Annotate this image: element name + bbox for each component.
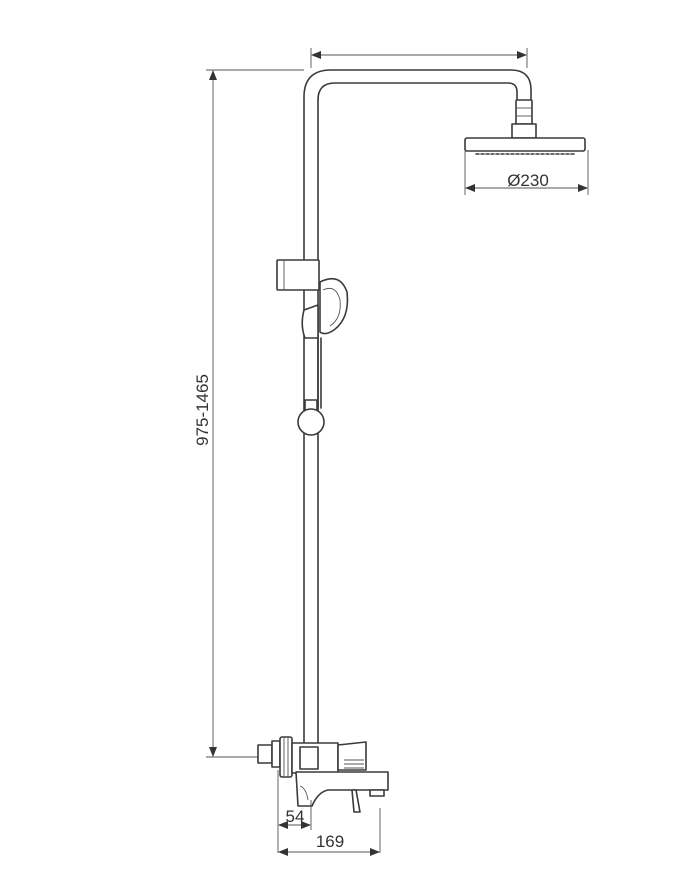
height-adjust-knob bbox=[297, 399, 325, 436]
shower-head-diameter-label: Ø230 bbox=[507, 171, 549, 190]
height-range-label: 975-1465 bbox=[193, 374, 212, 446]
wall-bracket bbox=[257, 736, 293, 778]
spout-offset-label: 54 bbox=[286, 807, 305, 826]
diverter-lever bbox=[351, 789, 385, 813]
slide-holder bbox=[276, 259, 320, 291]
height-dimension: 975-1465 bbox=[193, 69, 304, 758]
mixer-body bbox=[291, 741, 367, 774]
shower-head bbox=[464, 137, 586, 155]
arm-reach-dimension bbox=[310, 48, 528, 68]
hand-shower bbox=[301, 277, 349, 409]
riser-pipe bbox=[303, 69, 532, 746]
shower-head-dimension: Ø230 bbox=[464, 150, 589, 195]
spout-dimensions: 54 169 bbox=[277, 770, 381, 856]
spout-reach-label: 169 bbox=[316, 832, 344, 851]
arm-connector bbox=[511, 99, 537, 139]
bath-spout bbox=[295, 771, 389, 807]
